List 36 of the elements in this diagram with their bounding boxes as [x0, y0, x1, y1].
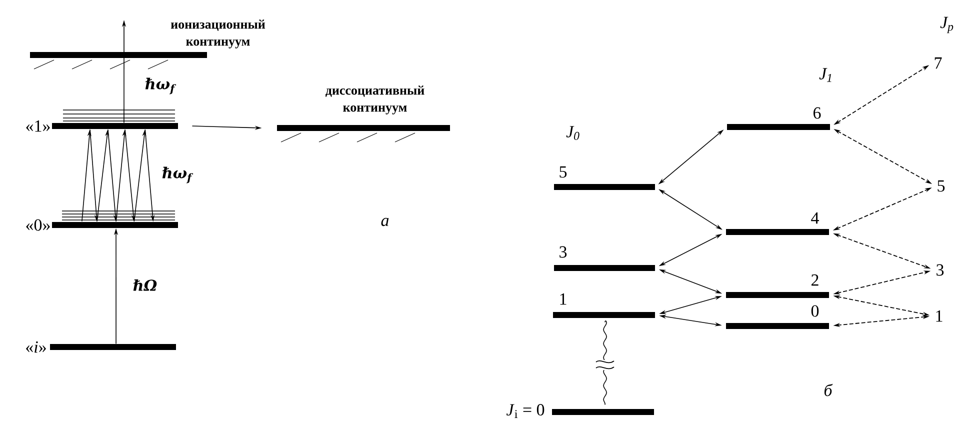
level-number: 3 — [936, 264, 944, 276]
edge-label: ℏω$_{f}$ — [144, 76, 176, 96]
level-label: диссоциативный континуум — [326, 86, 424, 114]
level-number: 1 — [936, 310, 942, 322]
energy-level — [554, 184, 655, 190]
panel-label: J$_{p}$ — [940, 16, 954, 34]
level-label: 6 — [814, 107, 821, 119]
continuum-level — [30, 52, 207, 70]
level-number: 5 — [938, 180, 945, 192]
level-label: 5 — [560, 166, 567, 178]
level-label: 3 — [560, 246, 567, 258]
edge-label: ℏΩ — [132, 278, 158, 292]
panel-label: J$_{0}$ — [566, 126, 580, 140]
energy-level — [726, 229, 829, 235]
level-label: «0» — [26, 219, 50, 231]
edge-label: ℏω$_{f}$ — [160, 166, 194, 184]
level-label: «i» — [26, 341, 46, 353]
level-label: J$_{i}$ = 0 — [506, 404, 544, 418]
energy-level — [726, 323, 829, 329]
level-label: «1» — [26, 120, 50, 132]
continuum-level — [277, 125, 450, 142]
energy-level — [552, 409, 654, 415]
level-label: ионизационный континуум — [170, 20, 266, 48]
energy-level — [726, 292, 829, 298]
energy-level — [554, 265, 655, 271]
level-label: 4 — [811, 212, 819, 224]
level-label: 2 — [812, 274, 818, 286]
level-number: 7 — [934, 57, 942, 69]
energy-level — [727, 124, 830, 130]
panel-label: а — [381, 218, 389, 226]
level-label: 0 — [811, 305, 819, 317]
energy-level — [50, 344, 176, 350]
energy-level — [553, 312, 655, 318]
panel-label: J$_{1}$ — [819, 68, 832, 82]
panel-label: б — [824, 384, 833, 396]
level-label: 1 — [560, 293, 566, 305]
